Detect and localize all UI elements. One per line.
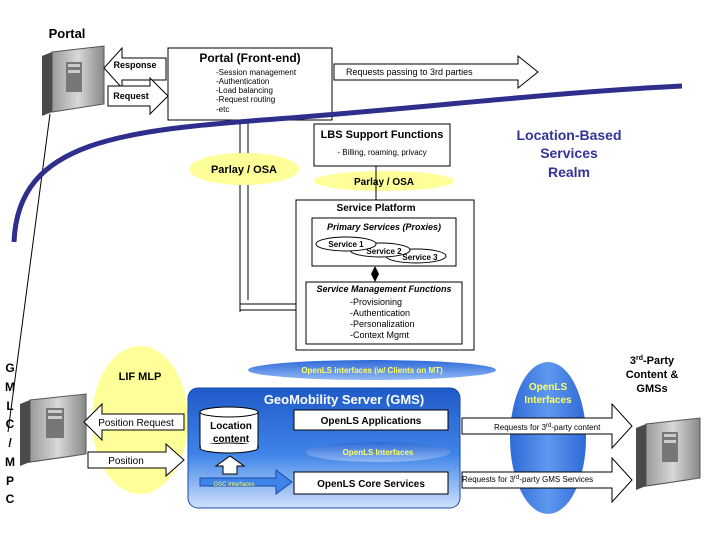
svg-text:P: P: [6, 474, 14, 488]
lif-mlp-label: LIF MLP: [119, 371, 162, 383]
svg-text:M: M: [5, 455, 15, 469]
third-party-line-2: Content &: [626, 369, 679, 381]
request-arrow: [107, 76, 169, 116]
openls-clients-oval: [248, 360, 496, 380]
svg-text:/: /: [8, 436, 12, 450]
lbs-support-title: LBS Support Functions: [321, 129, 444, 141]
third-party-line-1: 3rd-Party: [630, 355, 675, 367]
request-label: Request: [113, 91, 149, 101]
lbs-realm-line-3: Realm: [548, 164, 590, 180]
portal-function-1: -Session management: [216, 68, 297, 77]
location-content-line-1: Location: [210, 421, 252, 432]
portal-gmlc-link: [7, 113, 51, 433]
third-party-content-label: Requests for 3rd-party content: [494, 423, 601, 432]
third-party-gms-arrow: [461, 456, 633, 504]
position-request-arrow: [83, 402, 185, 442]
smf-title: Service Management Functions: [316, 284, 451, 294]
smf-box: [305, 281, 463, 345]
lbs-support-box: [313, 123, 451, 167]
gmlc-mpc-label: G M L C / M P C: [5, 361, 15, 506]
smf-item-3: -Personalization: [350, 319, 415, 329]
svg-text:C: C: [6, 417, 15, 431]
portal-function-3: -Load balancing: [216, 86, 273, 95]
position-request-label: Position Request: [98, 418, 174, 429]
parlay-osa-right-oval: [314, 171, 454, 191]
service-2-label: Service 2: [366, 247, 402, 256]
third-parties-arrow: [333, 54, 539, 90]
gmlc-server-icon: [20, 393, 87, 466]
lbs-support-desc: - Billing, roaming, privacy: [337, 148, 426, 157]
openls-interfaces-inner-oval: [306, 442, 450, 462]
position-label: Position: [108, 456, 144, 467]
openls-interfaces-right-line-1: OpenLS: [529, 382, 568, 393]
smf-item-4: -Context Mgmt: [350, 330, 410, 340]
portal-label: Portal: [49, 26, 86, 41]
portal-function-4: -Request routing: [216, 95, 275, 104]
lbs-realm-boundary: [11, 83, 683, 243]
portal-server-icon: [42, 45, 105, 116]
svg-text:C: C: [6, 492, 15, 506]
openls-interfaces-right-line-2: Interfaces: [524, 395, 572, 406]
openls-interfaces-inner-label: OpenLS Interfaces: [343, 448, 414, 457]
parlay-osa-left-label: Parlay / OSA: [211, 164, 277, 176]
portal-function-2: -Authentication: [216, 77, 269, 86]
osc-interfaces-arrow: [199, 469, 293, 495]
third-party-gms-label: Requests for 3rd-party GMS Services: [462, 475, 593, 484]
service-1-label: Service 1: [328, 240, 364, 249]
portal-frontend-title: Portal (Front-end): [199, 51, 300, 65]
service-1-oval: [315, 236, 377, 252]
openls-clients-label: OpenLS interfaces (w/ Clients on MT): [301, 366, 443, 375]
lbs-realm-line-1: Location-Based: [516, 127, 621, 143]
service-3-label: Service 3: [402, 253, 438, 262]
svg-text:G: G: [5, 361, 14, 375]
core-to-content-arrow: [214, 455, 246, 475]
portal-frontend-box: [167, 47, 333, 121]
openls-applications-box: [293, 409, 449, 431]
platform-connector-diamond: [371, 266, 379, 282]
svg-text:L: L: [6, 399, 13, 413]
smf-item-1: -Provisioning: [350, 297, 402, 307]
position-arrow: [87, 442, 185, 478]
openls-applications-label: OpenLS Applications: [321, 416, 422, 427]
openls-core-services-label: OpenLS Core Services: [317, 479, 425, 490]
location-content-line-2: content: [213, 434, 250, 445]
location-content-cylinder: [199, 406, 259, 454]
primary-services-title: Primary Services (Proxies): [327, 222, 441, 232]
response-label: Response: [113, 60, 156, 70]
portal-function-5: -etc: [216, 105, 229, 114]
svg-text:M: M: [5, 380, 15, 394]
parlay-osa-right-label: Parlay / OSA: [354, 177, 414, 188]
third-party-server-icon: [636, 417, 701, 490]
lbs-realm-line-2: Services: [540, 145, 598, 161]
service-platform-title: Service Platform: [337, 203, 416, 214]
smf-item-2: -Authentication: [350, 308, 410, 318]
parlay-osa-left-oval: [189, 153, 299, 185]
third-party-line-3: GMSs: [636, 383, 667, 395]
third-parties-label: Requests passing to 3rd parties: [346, 67, 473, 77]
openls-core-services-box: [293, 471, 449, 495]
gms-title: GeoMobility Server (GMS): [264, 392, 424, 407]
osc-interfaces-label: OSC Interfaces: [213, 482, 254, 488]
third-party-content-arrow: [461, 402, 633, 450]
